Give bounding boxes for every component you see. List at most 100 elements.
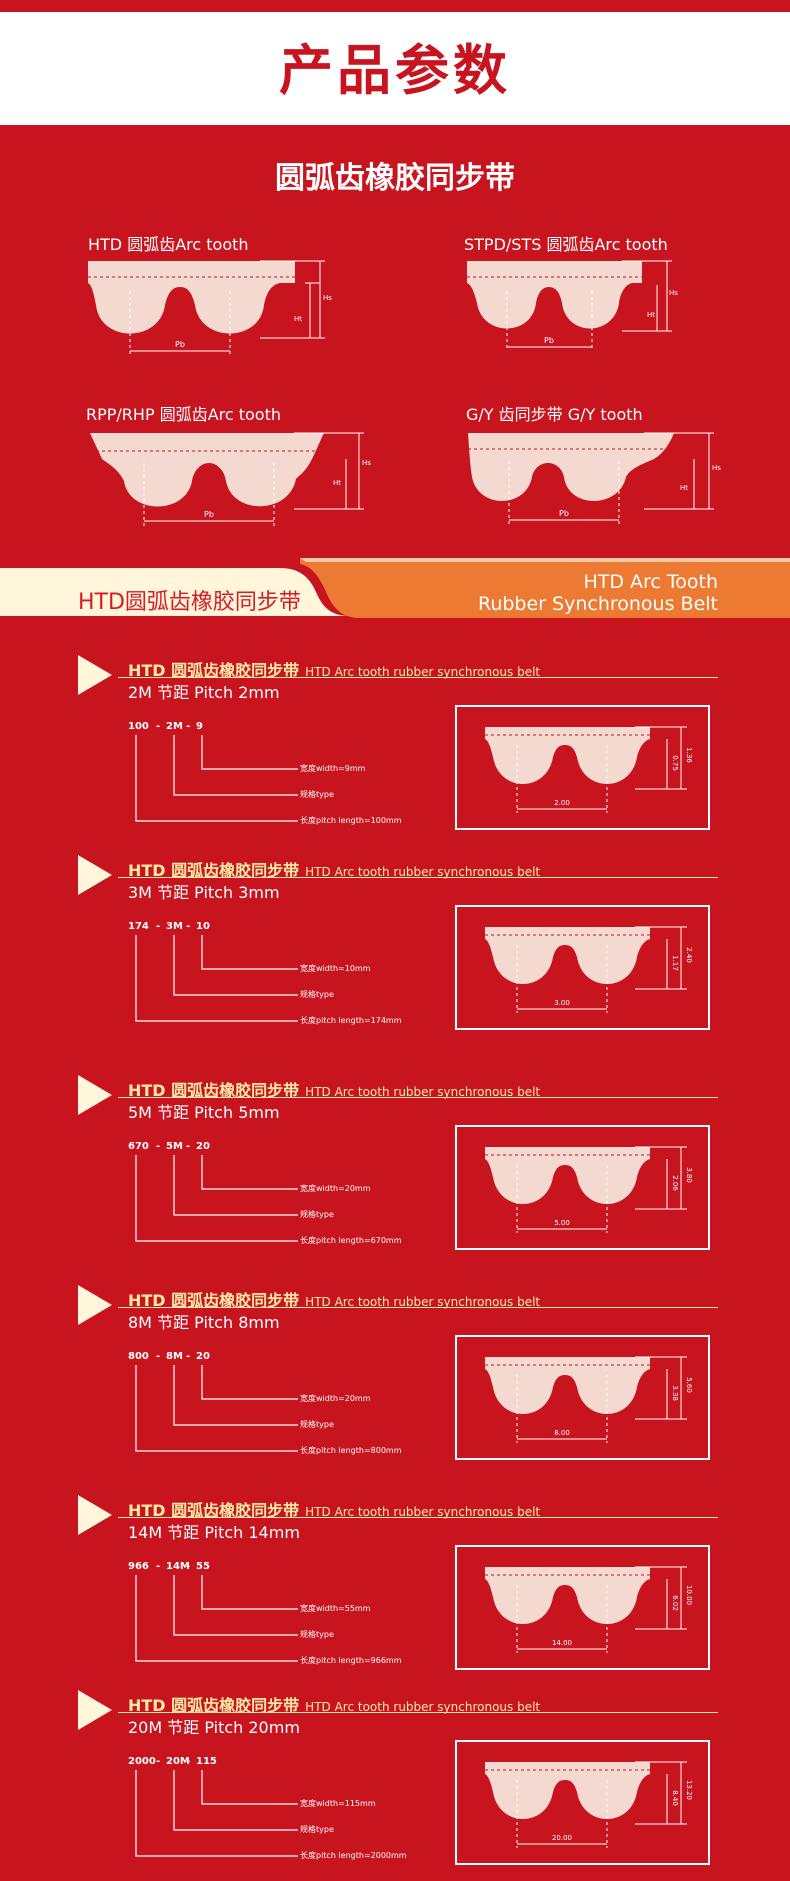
section-title-rule xyxy=(118,1097,718,1098)
code-width: 55 xyxy=(196,1561,210,1572)
profile-gy-pb: Pb xyxy=(559,509,569,518)
code-sep-1: - xyxy=(156,1351,161,1362)
annotation-length: 长度pitch length=174mm xyxy=(300,1016,402,1025)
dim-ht: 0.75 xyxy=(671,755,679,771)
belt-diagram-box xyxy=(455,1125,710,1250)
section-arrow-icon xyxy=(78,655,112,695)
code-width: 20 xyxy=(196,1141,210,1152)
annotation-type: 规格type xyxy=(300,1825,334,1834)
code-length: 800 xyxy=(128,1351,149,1362)
annotation-width: 宽度width=9mm xyxy=(300,764,366,773)
annotation-width: 宽度width=55mm xyxy=(300,1604,371,1613)
dim-pitch: 14.00 xyxy=(552,1639,572,1647)
header-top-strip xyxy=(0,0,790,12)
section-title-rule xyxy=(118,677,718,678)
profile-label-rpp: RPP/RHP 圆弧齿Arc tooth xyxy=(86,405,282,424)
profile-htd-hs: Hs xyxy=(323,294,332,302)
dim-ht: 6.02 xyxy=(671,1595,679,1611)
belt-diagram-box xyxy=(455,705,710,830)
belt-diagram-box xyxy=(455,1740,710,1865)
dim-ht: 3.38 xyxy=(671,1385,679,1401)
code-leader-lines xyxy=(135,1770,298,1857)
section-title-en: HTD Arc tooth rubber synchronous belt xyxy=(305,665,541,679)
belt-diagram-box xyxy=(455,1335,710,1460)
profile-stpd-ht: Ht xyxy=(647,311,655,319)
code-width: 20 xyxy=(196,1351,210,1362)
section-arrow-icon xyxy=(78,1285,112,1325)
section-title-en: HTD Arc tooth rubber synchronous belt xyxy=(305,1085,541,1099)
profile-stpd-hs: Hs xyxy=(669,289,678,297)
page-title: 产品参数 xyxy=(279,39,511,102)
belt-diagram: 14.00 10.00 6.02 xyxy=(485,1566,693,1653)
code-sep-1: - xyxy=(156,1141,161,1152)
section-title-rule xyxy=(118,1307,718,1308)
profile-gy-ht: Ht xyxy=(680,484,688,492)
code-sep-1: - xyxy=(156,1756,161,1767)
section-title: HTD 圆弧齿橡胶同步带 HTD Arc tooth rubber synchro… xyxy=(128,657,540,681)
dim-hs: 1.36 xyxy=(685,747,693,763)
code-sep-2: - xyxy=(186,1561,191,1572)
dim-hs: 10.00 xyxy=(685,1585,693,1605)
section-title-rule xyxy=(118,877,718,878)
section-title-rule xyxy=(118,1712,718,1713)
code-leader-lines xyxy=(135,935,298,1022)
code-type: 14M xyxy=(166,1561,190,1572)
belt-diagram: 2.00 1.36 0.75 xyxy=(485,726,693,813)
code-leader-lines xyxy=(135,1155,298,1242)
annotation-length: 长度pitch length=800mm xyxy=(300,1446,402,1455)
profile-label-stpd: STPD/STS 圆弧齿Arc tooth xyxy=(464,235,668,254)
profile-diagram-gy: Pb Hs Ht xyxy=(468,432,721,525)
dim-hs: 3.80 xyxy=(685,1167,693,1183)
code-sep-1: - xyxy=(156,1561,161,1572)
annotation-length: 长度pitch length=100mm xyxy=(300,816,402,825)
code-length: 100 xyxy=(128,721,149,732)
section-title-cn: HTD 圆弧齿橡胶同步带 xyxy=(128,861,300,880)
code-length: 670 xyxy=(128,1141,149,1152)
dim-hs: 2.40 xyxy=(685,947,693,963)
annotation-width: 宽度width=20mm xyxy=(300,1394,371,1403)
profile-rpp-ht: Ht xyxy=(333,479,341,487)
dim-pitch: 3.00 xyxy=(554,999,570,1007)
code-sep-2: - xyxy=(186,921,191,932)
profile-diagram-stpd: Pb Hs Ht xyxy=(467,260,678,351)
section-pitch: 3M 节距 Pitch 3mm xyxy=(128,883,280,902)
annotation-length: 长度pitch length=966mm xyxy=(300,1656,402,1665)
code-sep-2: - xyxy=(186,1756,191,1767)
profile-htd-ht: Ht xyxy=(294,315,302,323)
banner-title-en-line1: HTD Arc Tooth xyxy=(583,571,718,593)
section-pitch: 5M 节距 Pitch 5mm xyxy=(128,1103,280,1122)
section-title-cn: HTD 圆弧齿橡胶同步带 xyxy=(128,1501,300,1520)
annotation-length: 长度pitch length=670mm xyxy=(300,1236,402,1245)
annotation-type: 规格type xyxy=(300,990,334,999)
profile-label-gy: G/Y 齿同步带 G/Y tooth xyxy=(466,405,643,424)
code-width: 10 xyxy=(196,921,210,932)
dim-pitch: 2.00 xyxy=(554,799,570,807)
profile-htd-pb: Pb xyxy=(175,340,185,349)
code-sep-1: - xyxy=(156,721,161,732)
dim-pitch: 5.00 xyxy=(554,1219,570,1227)
section-title-cn: HTD 圆弧齿橡胶同步带 xyxy=(128,661,300,680)
code-width: 9 xyxy=(196,721,203,732)
annotation-width: 宽度width=115mm xyxy=(300,1799,376,1808)
code-length: 966 xyxy=(128,1561,149,1572)
belt-diagram: 3.002.401.17 xyxy=(485,926,693,1013)
dim-pitch: 20.00 xyxy=(552,1834,572,1842)
code-sep-2: - xyxy=(186,1141,191,1152)
profile-rpp-hs: Hs xyxy=(362,459,371,467)
annotation-type: 规格type xyxy=(300,1630,334,1639)
section-arrow-icon xyxy=(78,855,112,895)
profile-gy-hs: Hs xyxy=(712,464,721,472)
section-title-en: HTD Arc tooth rubber synchronous belt xyxy=(305,865,541,879)
code-length: 174 xyxy=(128,921,149,932)
page-header: 产品参数 xyxy=(0,0,790,125)
annotation-type: 规格type xyxy=(300,1210,334,1219)
code-type: 5M xyxy=(166,1141,183,1152)
dim-ht: 8.40 xyxy=(671,1790,679,1806)
section-title-cn: HTD 圆弧齿橡胶同步带 xyxy=(128,1291,300,1310)
banner-background xyxy=(0,556,790,626)
section-arrow-icon xyxy=(78,1495,112,1535)
main-title: 圆弧齿橡胶同步带 xyxy=(275,161,515,196)
